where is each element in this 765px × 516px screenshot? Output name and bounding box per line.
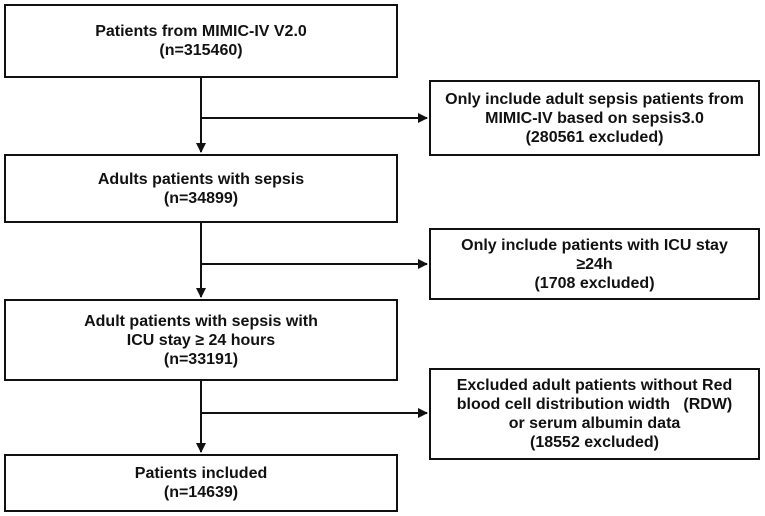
main-box-adult-sepsis: Adults patients with sepsis (n=34899) (4, 154, 398, 223)
box-line: (n=14639) (163, 484, 239, 501)
box-line: Patients included (134, 465, 268, 482)
box-line: blood cell distribution width (RDW) (456, 396, 733, 413)
exclusion-box-icu-stay: Only include patients with ICU stay ≥24h… (429, 228, 760, 300)
box-line: or serum albumin data (508, 415, 681, 432)
exclusion-box-rdw-albumin: Excluded adult patients without Red bloo… (429, 368, 760, 460)
main-box-patients-included: Patients included (n=14639) (4, 454, 398, 512)
box-line: (18552 excluded) (530, 434, 659, 451)
box-line: ICU stay ≥ 24 hours (126, 331, 276, 349)
box-line: Adult patients with sepsis with (84, 312, 318, 330)
box-line: MIMIC-IV based on sepsis3.0 (485, 109, 704, 127)
box-line: (1708 excluded) (534, 274, 655, 292)
box-line: (n=33191) (163, 350, 239, 368)
box-line: (n=34899) (163, 189, 239, 207)
box-line: Only include adult sepsis patients from (445, 90, 744, 108)
box-line: Patients from MIMIC-IV V2.0 (95, 23, 307, 40)
box-line: ≥24h (576, 255, 613, 273)
main-box-icu-stay: Adult patients with sepsis with ICU stay… (4, 299, 398, 381)
box-line: Only include patients with ICU stay (461, 236, 728, 254)
box-line: (n=315460) (159, 42, 243, 59)
exclusion-box-sepsis3: Only include adult sepsis patients from … (429, 80, 760, 156)
box-line: Adults patients with sepsis (97, 170, 305, 188)
main-box-source-population: Patients from MIMIC-IV V2.0 (n=315460) (4, 4, 398, 78)
box-line: Excluded adult patients without Red (456, 377, 733, 394)
box-line: (280561 excluded) (525, 128, 664, 146)
